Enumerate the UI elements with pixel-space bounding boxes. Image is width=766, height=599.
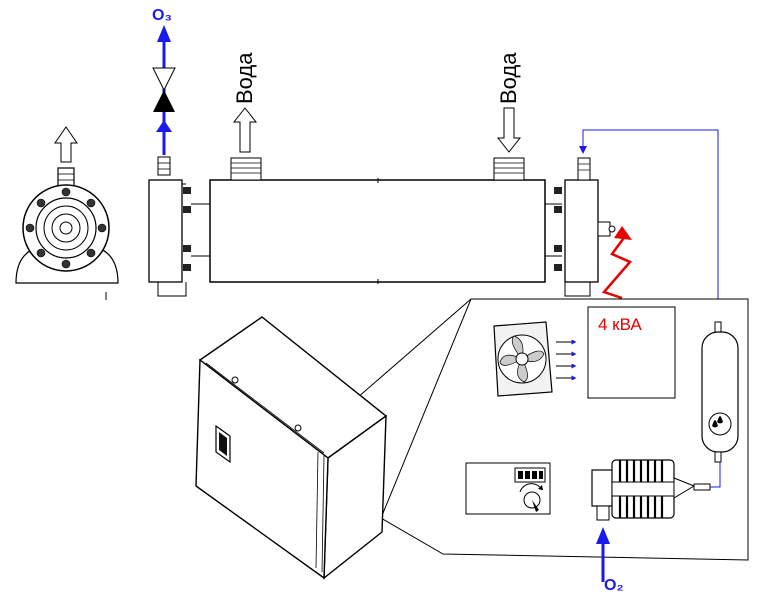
airflow-arrows <box>556 339 577 381</box>
control-cabinet <box>195 316 388 580</box>
water-out-label: Вода <box>232 52 257 104</box>
oxygen-concentrator <box>591 459 711 521</box>
control-unit <box>465 462 551 515</box>
gas-dryer <box>701 321 739 463</box>
control-panel-detail <box>356 298 749 561</box>
arrow-up-outline-icon <box>54 126 78 163</box>
rotary-knob-icon <box>519 483 543 512</box>
cabinet-lock-icon <box>215 424 231 464</box>
ozone-label: O₃ <box>152 7 172 24</box>
water-drops-icon <box>708 412 732 436</box>
generator-end-view <box>15 167 119 300</box>
generator-body <box>148 157 616 297</box>
oxygen-feed-line <box>582 129 719 322</box>
water-out-arrow-icon <box>232 107 258 153</box>
power-rating-label: 4 кВА <box>598 315 642 334</box>
fan-icon <box>493 321 553 397</box>
power-supply-box <box>587 306 676 399</box>
dryer-feed-line <box>710 462 721 488</box>
water-in-arrow-icon <box>496 107 522 153</box>
oxygen-input-line <box>596 527 610 582</box>
oxygen-label: O₂ <box>604 577 624 594</box>
water-in-label: Вода <box>496 52 521 104</box>
ozone-output-line <box>152 25 176 176</box>
power-lightning-line <box>601 226 633 300</box>
